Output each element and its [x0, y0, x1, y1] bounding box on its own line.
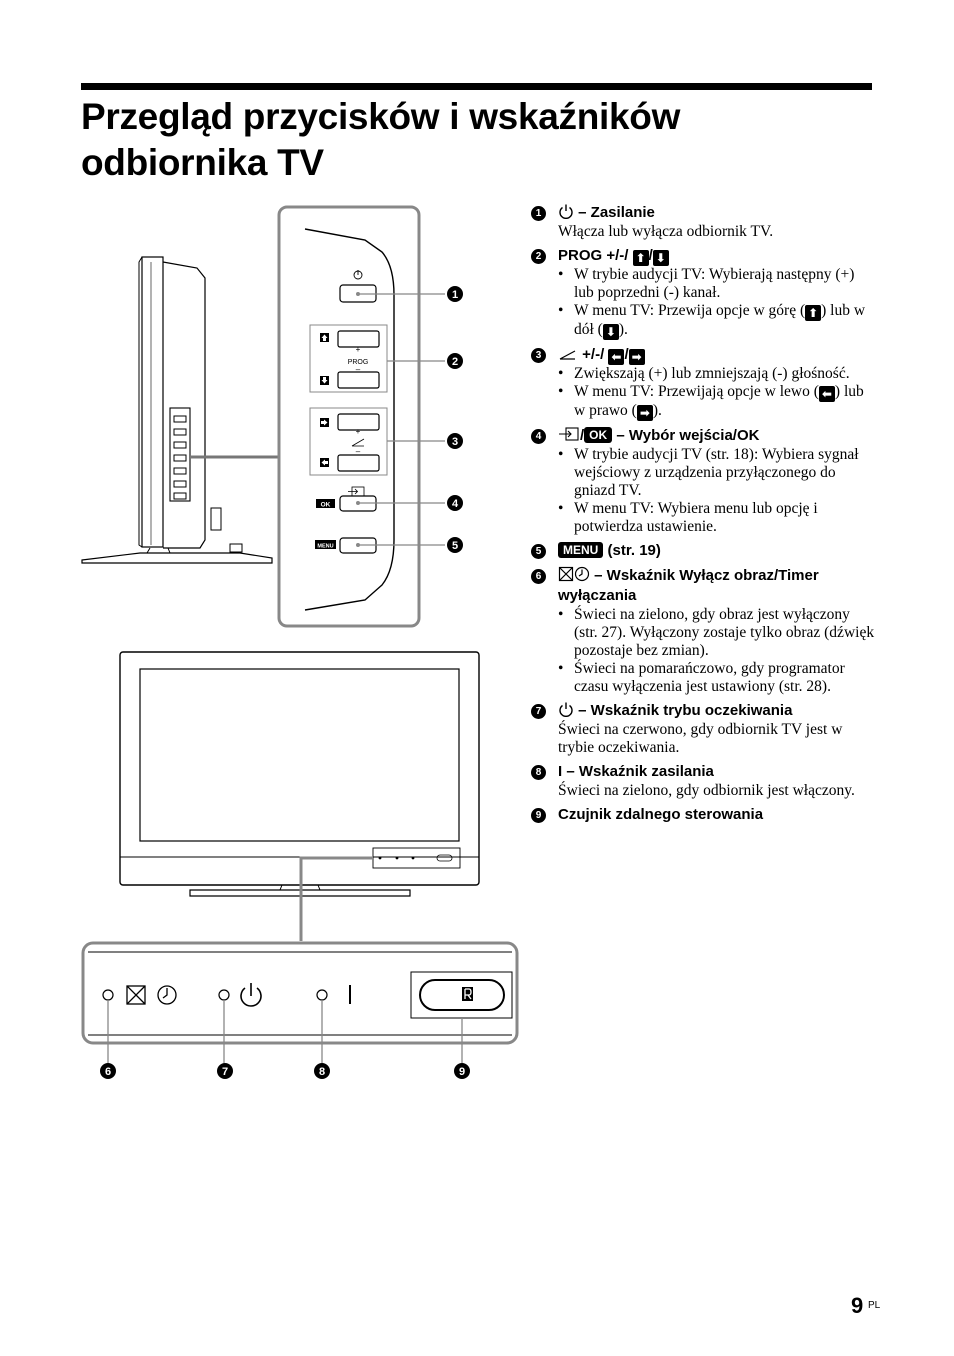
separator: / — [580, 427, 585, 444]
item-list: 1 – Zasilanie Włącza lub wyłącza odbiorn… — [531, 203, 876, 830]
item-number: 8 — [531, 765, 546, 780]
standby-icon — [559, 702, 573, 717]
item-title: – Wskaźnik trybu oczekiwania — [578, 702, 793, 719]
callout-9: 9 — [459, 1066, 465, 1078]
list-item: 9 Czujnik zdalnego sterowania — [531, 805, 876, 825]
menu-label: MENU — [317, 543, 333, 549]
menu-badge: MENU — [558, 542, 604, 558]
callout-1: 1 — [452, 289, 458, 301]
bullet-text-mid: ) lub w dół ( — [574, 302, 866, 338]
picture-off-icon — [558, 566, 574, 582]
item-number: 2 — [531, 249, 546, 264]
page-language: PL — [868, 1300, 881, 1311]
arrow-left-icon: ⬅ — [608, 349, 625, 365]
item-desc: Włącza lub wyłącza odbiornik TV. — [558, 223, 774, 240]
item-title: PROG +/-/ — [558, 247, 629, 264]
callout-7: 7 — [222, 1066, 228, 1078]
bullet-item: W menu TV: Przewija opcje w górę (⬆) lub… — [558, 302, 876, 340]
arrow-right-icon: ➡ — [636, 405, 653, 421]
list-item: 4 /OK – Wybór wejścia/OK W trybie audycj… — [531, 426, 876, 536]
prog-minus-label: – — [356, 365, 361, 374]
panel-callouts: 1 2 3 4 5 — [447, 286, 463, 553]
item-title: I – Wskaźnik zasilania — [558, 763, 714, 780]
page-number: 9 — [851, 1293, 864, 1318]
item-title: (str. 19) — [603, 542, 661, 559]
bullet-item: Świeci na pomarańczowo, gdy programator … — [558, 660, 876, 696]
tv-side-view — [81, 256, 273, 564]
list-item: 2 PROG +/-/ ⬆/⬇ W trybie audycji TV: Wyb… — [531, 246, 876, 340]
arrow-up-icon: ⬆ — [632, 250, 649, 266]
list-item: 6 – Wskaźnik Wyłącz obraz/Timer wyłączan… — [531, 566, 876, 696]
separator: / — [624, 346, 629, 363]
callout-6: 6 — [105, 1066, 111, 1078]
item-title: – Wskaźnik Wyłącz obraz/Timer wyłączania — [558, 567, 819, 604]
arrow-right-icon: ➡ — [628, 349, 645, 365]
arrow-left-icon: ⬅ — [818, 386, 835, 402]
bullet-item: W trybie audycji TV (str. 18): Wybiera s… — [558, 446, 876, 500]
power-icon — [559, 204, 573, 219]
item-title: – Wybór wejścia/OK — [616, 427, 760, 444]
callout-2: 2 — [452, 356, 458, 368]
page-title-line-2: odbiornika TV — [81, 142, 324, 183]
item-desc: Świeci na zielono, gdy odbiornik jest wł… — [558, 782, 855, 799]
item-title: Czujnik zdalnego sterowania — [558, 806, 764, 823]
list-item: 1 – Zasilanie Włącza lub wyłącza odbiorn… — [531, 203, 876, 241]
bullet-item: W trybie audycji TV: Wybierają następny … — [558, 266, 876, 302]
list-item: 5 MENU (str. 19) — [531, 541, 876, 561]
vol-plus-label: + — [356, 427, 361, 436]
item-number: 7 — [531, 704, 546, 719]
vol-minus-label: – — [356, 447, 361, 456]
item-number: 3 — [531, 348, 546, 363]
control-panel-zoom: + PROG – + – OK MENU — [277, 205, 463, 628]
ok-badge: OK — [584, 427, 613, 443]
bullet-item: W menu TV: Wybiera menu lub opcję i potw… — [558, 500, 876, 536]
arrow-up-icon: ⬆ — [805, 305, 822, 321]
arrow-down-icon: ⬇ — [602, 324, 619, 340]
item-number: 1 — [531, 206, 546, 221]
item-desc: Świeci na czerwono, gdy odbiornik TV jes… — [558, 721, 843, 756]
list-item: 8 I – Wskaźnik zasilania Świeci na zielo… — [531, 762, 876, 800]
indicator-panel-zoom: 6 7 8 9 — [81, 941, 519, 1079]
separator: / — [648, 247, 653, 264]
item-title: – Zasilanie — [578, 204, 655, 221]
volume-icon — [559, 350, 576, 360]
item-number: 9 — [531, 808, 546, 823]
item-title: +/-/ — [582, 346, 605, 363]
bullet-text: W menu TV: Przewijają opcje w lewo ( — [574, 383, 819, 400]
item-number: 6 — [531, 569, 546, 584]
page-title-line-1: Przegląd przycisków i wskaźników — [81, 96, 681, 137]
bullet-text-mid: ) lub w prawo ( — [574, 383, 864, 419]
prog-plus-label: + — [356, 345, 361, 354]
timer-icon — [574, 566, 590, 582]
list-item: 3 +/-/ ⬅/➡ Zwiększają (+) lub zmniejszaj… — [531, 345, 876, 421]
bullet-item: Zwiększają (+) lub zmniejszają (-) głośn… — [558, 365, 876, 383]
title-rule — [81, 83, 872, 90]
ok-label: OK — [321, 502, 331, 509]
bullet-text: W menu TV: Przewija opcje w górę ( — [574, 302, 806, 319]
page-title: Przegląd przycisków i wskaźników odbiorn… — [81, 94, 881, 186]
prog-label: PROG — [348, 359, 369, 366]
list-item: 7 – Wskaźnik trybu oczekiwania Świeci na… — [531, 701, 876, 757]
bullet-item: W menu TV: Przewijają opcje w lewo (⬅) l… — [558, 383, 876, 421]
bullet-text-end: ). — [618, 321, 628, 338]
item-number: 4 — [531, 429, 546, 444]
bullet-item: Świeci na zielono, gdy obraz jest wyłącz… — [558, 606, 876, 660]
callout-4: 4 — [452, 498, 459, 510]
bullet-text-end: ). — [652, 402, 662, 419]
arrow-down-icon: ⬇ — [652, 250, 669, 266]
callout-8: 8 — [319, 1066, 325, 1078]
callout-5: 5 — [452, 540, 458, 552]
input-icon — [559, 427, 579, 441]
item-number: 5 — [531, 544, 546, 559]
callout-3: 3 — [452, 436, 458, 448]
